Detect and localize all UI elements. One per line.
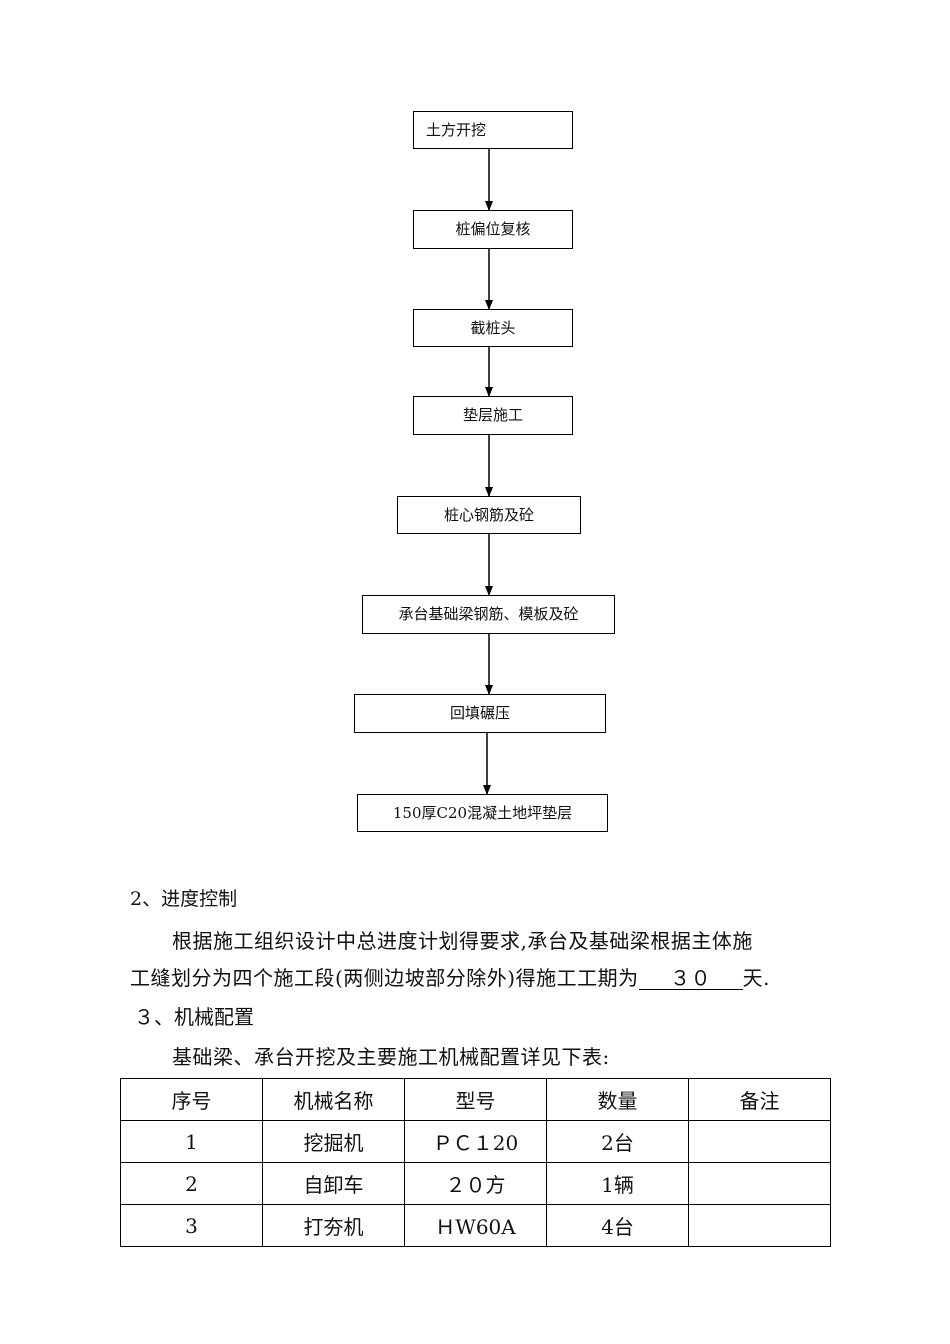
flow-step-cushion-construction: 垫层施工 [413, 396, 573, 435]
cell-machine-name: 自卸车 [262, 1162, 405, 1205]
table-row: 1 挖掘机 ＰＣ１20 2台 [120, 1120, 831, 1163]
cell-model: ＨW60A [404, 1204, 547, 1247]
col-header-model: 型号 [404, 1078, 547, 1121]
schedule-text: 工缝划分为四个施工段(两侧边坡部分除外)得施工工期为 [130, 966, 639, 990]
section-3-intro: 基础梁、承台开挖及主要施工机械配置详见下表: [172, 1045, 610, 1069]
section-2-heading: 2、进度控制 [130, 888, 238, 910]
cell-remarks [688, 1204, 831, 1247]
section-2-paragraph-line-1: 根据施工组织设计中总进度计划得要求,承台及基础梁根据主体施 [172, 925, 753, 954]
schedule-text: 根据施工组织设计中总进度计划得要求,承台及基础梁根据主体施 [172, 929, 753, 953]
col-header-seq: 序号 [120, 1078, 263, 1121]
cell-model: ＰＣ１20 [404, 1120, 547, 1163]
duration-unit: 天. [742, 966, 770, 990]
flowchart-arrows [483, 149, 493, 795]
cell-seq: 1 [120, 1120, 263, 1163]
table-header-row: 序号 机械名称 型号 数量 备注 [120, 1078, 831, 1121]
machinery-table: 序号 机械名称 型号 数量 备注 1 挖掘机 ＰＣ１20 2台 2 自卸车 ２０… [120, 1078, 831, 1247]
cell-machine-name: 挖掘机 [262, 1120, 405, 1163]
section-3-heading: ３、机械配置 [134, 1005, 254, 1029]
construction-flowchart: 土方开挖 桩偏位复核 截桩头 垫层施工 桩心钢筋及砼 承台基础梁钢筋、模板及砼 … [354, 111, 615, 832]
flow-step-cap-beam-rebar-formwork: 承台基础梁钢筋、模板及砼 [362, 595, 615, 634]
cell-quantity: 4台 [546, 1204, 689, 1247]
cell-model: ２０方 [404, 1162, 547, 1205]
table-row: 2 自卸车 ２０方 1辆 [120, 1162, 831, 1205]
cell-seq: 2 [120, 1162, 263, 1205]
duration-value: ３０ [638, 967, 743, 990]
cell-machine-name: 打夯机 [262, 1204, 405, 1247]
table-row: 3 打夯机 ＨW60A 4台 [120, 1204, 831, 1247]
flow-step-earth-excavation: 土方开挖 [413, 111, 573, 149]
cell-remarks [688, 1162, 831, 1205]
cell-remarks [688, 1120, 831, 1163]
cell-quantity: 2台 [546, 1120, 689, 1163]
col-header-machine-name: 机械名称 [262, 1078, 405, 1121]
cell-seq: 3 [120, 1204, 263, 1247]
flow-step-concrete-floor-cushion: 150厚C20混凝土地坪垫层 [357, 794, 608, 832]
flow-step-pile-head-cutting: 截桩头 [413, 309, 573, 347]
flow-step-pile-core-rebar-concrete: 桩心钢筋及砼 [397, 496, 581, 534]
col-header-remarks: 备注 [688, 1078, 831, 1121]
flow-step-backfill-compaction: 回填碾压 [354, 694, 606, 733]
cell-quantity: 1辆 [546, 1162, 689, 1205]
flow-step-pile-deviation-check: 桩偏位复核 [413, 210, 573, 249]
col-header-quantity: 数量 [546, 1078, 689, 1121]
